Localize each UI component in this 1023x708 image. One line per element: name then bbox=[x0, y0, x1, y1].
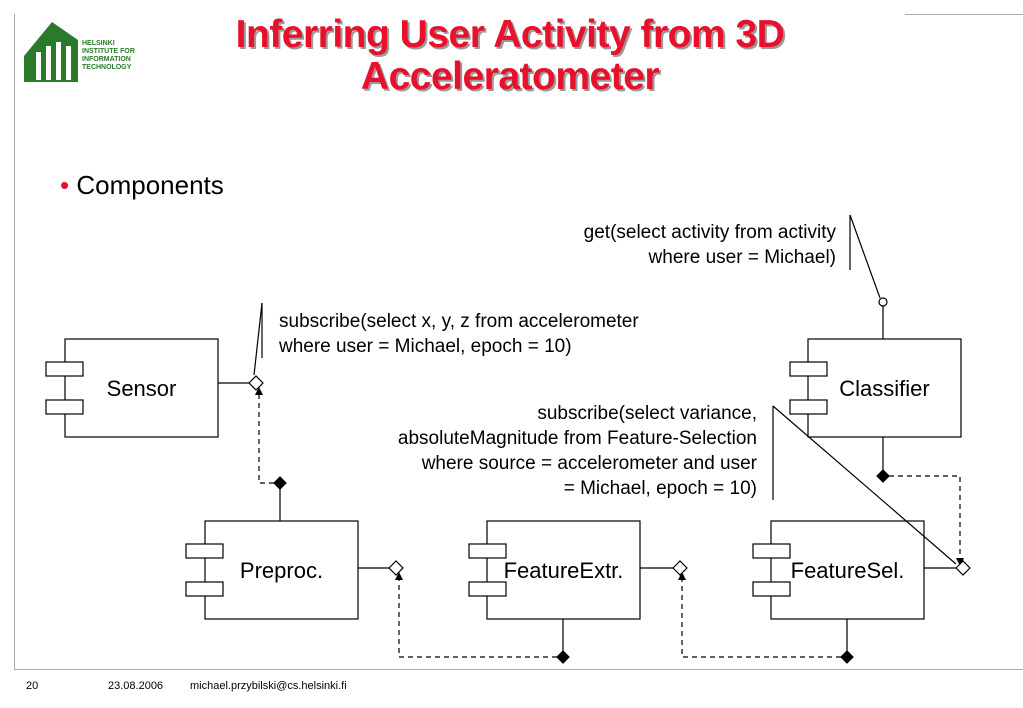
classifier-interface-circle bbox=[878, 297, 888, 307]
footer-page-number: 20 bbox=[26, 680, 39, 692]
slide-left-rule bbox=[14, 14, 15, 669]
preproc-interface-diamond bbox=[388, 560, 404, 576]
featureextr-to-preproc-link bbox=[395, 572, 557, 658]
preproc-to-sensor-link bbox=[255, 387, 274, 484]
logo-line: INFORMATION bbox=[82, 56, 131, 63]
featureextr-connector-diamond bbox=[556, 650, 570, 664]
note-line: subscribe(select x, y, z from accelerome… bbox=[279, 311, 639, 332]
component-preproc[interactable] bbox=[185, 520, 359, 620]
note-line: get(select activity from activity bbox=[583, 222, 836, 243]
note-line: where user = Michael, epoch = 10) bbox=[279, 336, 572, 357]
slide-title: Inferring User Activity from 3D Accelera… bbox=[120, 14, 900, 98]
title-line-1: Inferring User Activity from 3D bbox=[235, 13, 785, 56]
sensor-interface-diamond bbox=[248, 375, 264, 391]
note-subscribe-variance: subscribe(select variance, absoluteMagni… bbox=[300, 401, 757, 501]
note-line: where user = Michael) bbox=[648, 247, 836, 268]
footer-email: michael.przybilski@cs.helsinki.fi bbox=[190, 680, 347, 692]
preproc-connector-diamond bbox=[273, 476, 287, 490]
note-subscribe-variance-leader bbox=[772, 405, 957, 565]
classifier-to-featuresel-link bbox=[889, 475, 964, 566]
note-line: = Michael, epoch = 10) bbox=[563, 478, 757, 499]
note-subscribe-accel: subscribe(select x, y, z from accelerome… bbox=[279, 309, 759, 359]
slide-top-rule bbox=[905, 14, 1023, 15]
logo-line: TECHNOLOGY bbox=[82, 64, 132, 71]
bullet-text: Components bbox=[76, 170, 224, 200]
classifier-label: Classifier bbox=[839, 376, 930, 401]
component-classifier[interactable] bbox=[789, 338, 962, 438]
note-get-activity: get(select activity from activity where … bbox=[480, 220, 836, 270]
note-line: where source = accelerometer and user bbox=[421, 453, 757, 474]
footer-date: 23.08.2006 bbox=[108, 680, 164, 692]
featuresel-interface-diamond bbox=[955, 560, 971, 576]
featuresel-label: FeatureSel. bbox=[790, 558, 905, 583]
title-line-2: Acceleratometer bbox=[360, 55, 660, 98]
component-featureextr[interactable] bbox=[468, 520, 641, 620]
note-line: absoluteMagnitude from Feature-Selection bbox=[397, 428, 757, 449]
bullet-components: • Components bbox=[60, 170, 224, 201]
featuresel-connector-diamond bbox=[840, 650, 854, 664]
logo-text: HELSINKI INSTITUTE FOR INFORMATION TECHN… bbox=[82, 40, 135, 72]
logo-line: INSTITUTE FOR bbox=[82, 48, 135, 55]
bullet-dot: • bbox=[60, 170, 70, 200]
sensor-label: Sensor bbox=[106, 376, 177, 401]
slide-bottom-rule bbox=[14, 669, 1023, 670]
hiit-logo-icon bbox=[24, 22, 78, 82]
logo-line: HELSINKI bbox=[82, 40, 115, 47]
note-line: subscribe(select variance, bbox=[537, 403, 757, 424]
preproc-label: Preproc. bbox=[239, 558, 324, 583]
featureextr-interface-diamond bbox=[672, 560, 688, 576]
component-sensor[interactable] bbox=[45, 338, 219, 438]
component-featuresel[interactable] bbox=[752, 520, 925, 620]
note-subscribe-accel-leader bbox=[253, 302, 263, 376]
classifier-connector-diamond bbox=[876, 469, 890, 483]
featureextr-label: FeatureExtr. bbox=[503, 558, 624, 583]
note-get-leader bbox=[849, 214, 881, 299]
